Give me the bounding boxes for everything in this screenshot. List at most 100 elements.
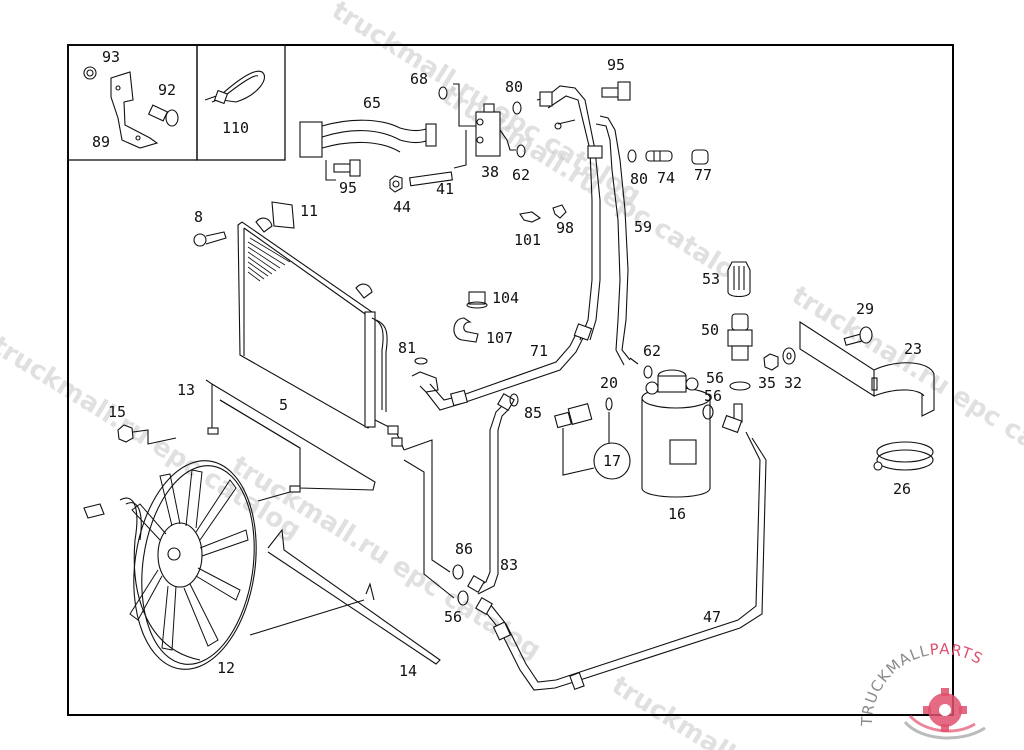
gear-icon — [903, 688, 986, 740]
callout-80-right[interactable]: 80 — [630, 170, 648, 188]
bracket-13-drawing — [205, 379, 376, 493]
stud-41-drawing — [409, 171, 453, 187]
nut-104-drawing — [466, 291, 488, 309]
callout-47[interactable]: 47 — [703, 608, 721, 626]
callout-110[interactable]: 110 — [222, 119, 249, 137]
callout-29[interactable]: 29 — [856, 300, 874, 318]
callout-16[interactable]: 16 — [668, 505, 686, 523]
callout-17[interactable]: 17 — [603, 452, 621, 470]
pressure-switch-50-drawing — [727, 313, 753, 361]
callout-26[interactable]: 26 — [893, 480, 911, 498]
callout-56-a[interactable]: 56 — [706, 369, 724, 387]
callout-44[interactable]: 44 — [393, 198, 411, 216]
callout-80[interactable]: 80 — [505, 78, 523, 96]
callout-98[interactable]: 98 — [556, 219, 574, 237]
clamp-26-drawing — [873, 441, 934, 471]
diagram-frame — [67, 44, 954, 716]
clip-98-drawing — [552, 204, 567, 219]
callout-68[interactable]: 68 — [410, 70, 428, 88]
expansion-valve-38-drawing — [453, 83, 516, 169]
callout-62-mid[interactable]: 62 — [643, 342, 661, 360]
seal-80b-drawing — [627, 149, 637, 163]
line-59-drawing — [536, 85, 631, 366]
callout-56-b[interactable]: 56 — [704, 387, 722, 405]
nut-35-drawing — [763, 353, 779, 371]
leader-56c — [403, 459, 455, 599]
inset-box-cable-tie — [196, 44, 286, 161]
callout-71[interactable]: 71 — [530, 342, 548, 360]
callout-23[interactable]: 23 — [904, 340, 922, 358]
callout-77[interactable]: 77 — [694, 166, 712, 184]
callout-101[interactable]: 101 — [514, 231, 541, 249]
seal-62-drawing — [516, 144, 526, 158]
callout-65[interactable]: 65 — [363, 94, 381, 112]
callout-32[interactable]: 32 — [784, 374, 802, 392]
bolt-95-right-drawing — [601, 81, 631, 101]
callout-93[interactable]: 93 — [102, 48, 120, 66]
callout-50[interactable]: 50 — [701, 321, 719, 339]
leader-62 — [629, 357, 639, 365]
truckmall-parts-logo: TRUCKMALLPARTS — [858, 640, 986, 740]
callout-92[interactable]: 92 — [158, 81, 176, 99]
cap-77-drawing — [691, 149, 709, 165]
nut-93-drawing — [83, 66, 97, 80]
callout-59[interactable]: 59 — [634, 218, 652, 236]
washer-32-drawing — [782, 347, 796, 365]
cover-11-drawing — [271, 201, 295, 229]
callout-8[interactable]: 8 — [194, 208, 203, 226]
callout-14[interactable]: 14 — [399, 662, 417, 680]
callout-85[interactable]: 85 — [524, 404, 542, 422]
callout-86[interactable]: 86 — [455, 540, 473, 558]
watermark-text: truckmall.ru epc catalog — [786, 280, 1024, 495]
callout-15[interactable]: 15 — [108, 403, 126, 421]
callout-83[interactable]: 83 — [500, 556, 518, 574]
valve-core-74-drawing — [645, 150, 673, 162]
clip-101-drawing — [519, 211, 542, 223]
holder-23-drawing — [799, 320, 935, 417]
seal-56a-drawing — [729, 381, 751, 391]
line-71-drawing — [411, 323, 593, 411]
screw-8-drawing — [193, 231, 227, 247]
callout-38[interactable]: 38 — [481, 163, 499, 181]
callout-41[interactable]: 41 — [436, 180, 454, 198]
callout-81[interactable]: 81 — [398, 339, 416, 357]
inset-boxes — [67, 44, 286, 161]
callout-107[interactable]: 107 — [486, 329, 513, 347]
callout-95-left[interactable]: 95 — [339, 179, 357, 197]
seal-81-drawing — [414, 357, 428, 365]
strut-14-drawing — [249, 528, 441, 665]
condenser-5-drawing — [237, 217, 405, 451]
callout-56-c[interactable]: 56 — [444, 608, 462, 626]
seal-68-drawing — [438, 86, 448, 100]
callout-13[interactable]: 13 — [177, 381, 195, 399]
seal-56c-drawing — [457, 590, 469, 606]
callout-74[interactable]: 74 — [657, 169, 675, 187]
leader-fan-bracket — [257, 491, 291, 502]
callout-95-right[interactable]: 95 — [607, 56, 625, 74]
line-47-drawing — [475, 431, 767, 691]
callout-5[interactable]: 5 — [279, 396, 288, 414]
fan-12-drawing — [83, 460, 257, 670]
nut-15-drawing — [117, 424, 177, 445]
fitting-drawing — [721, 403, 743, 434]
callout-53[interactable]: 53 — [702, 270, 720, 288]
seal-85-drawing — [509, 393, 519, 407]
receiver-drier-16-drawing — [641, 369, 711, 498]
callout-20[interactable]: 20 — [600, 374, 618, 392]
logo-brand-accent: PARTS — [929, 640, 986, 668]
callout-62-top[interactable]: 62 — [512, 166, 530, 184]
callout-11[interactable]: 11 — [300, 202, 318, 220]
line-83-drawing — [467, 393, 515, 595]
callout-12[interactable]: 12 — [217, 659, 235, 677]
bolt-29-drawing — [843, 326, 873, 346]
seal-56b-drawing — [702, 404, 714, 420]
callout-104[interactable]: 104 — [492, 289, 519, 307]
clamp-107-drawing — [453, 317, 479, 343]
callout-89[interactable]: 89 — [92, 133, 110, 151]
cap-53-drawing — [727, 261, 751, 298]
bolt-92-drawing — [147, 104, 179, 127]
callout-35[interactable]: 35 — [758, 374, 776, 392]
bolt-95-left-drawing — [325, 159, 361, 181]
line-65-drawing — [299, 119, 437, 158]
